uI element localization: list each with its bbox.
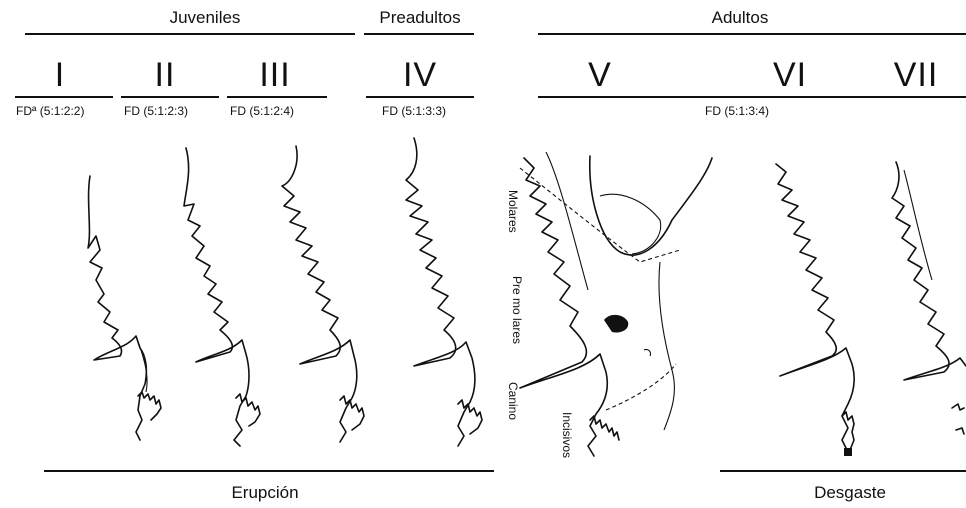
jaw-drawing-stage-4 [406, 138, 482, 446]
jaw-drawing-stage-3 [282, 146, 364, 442]
jaw-drawing-stage-6 [776, 164, 854, 456]
rule-desgaste [720, 470, 966, 472]
bottom-label-desgaste: Desgaste [775, 483, 925, 503]
jaw-drawing-stage-1 [88, 176, 161, 440]
jaw-drawing-stage-7 [892, 162, 966, 434]
jaw-drawing-stage-2 [184, 148, 260, 446]
jaw-drawing-stage-5 [520, 152, 712, 456]
rule-erupcion [44, 470, 494, 472]
bottom-label-erupcion: Erupción [190, 483, 340, 503]
